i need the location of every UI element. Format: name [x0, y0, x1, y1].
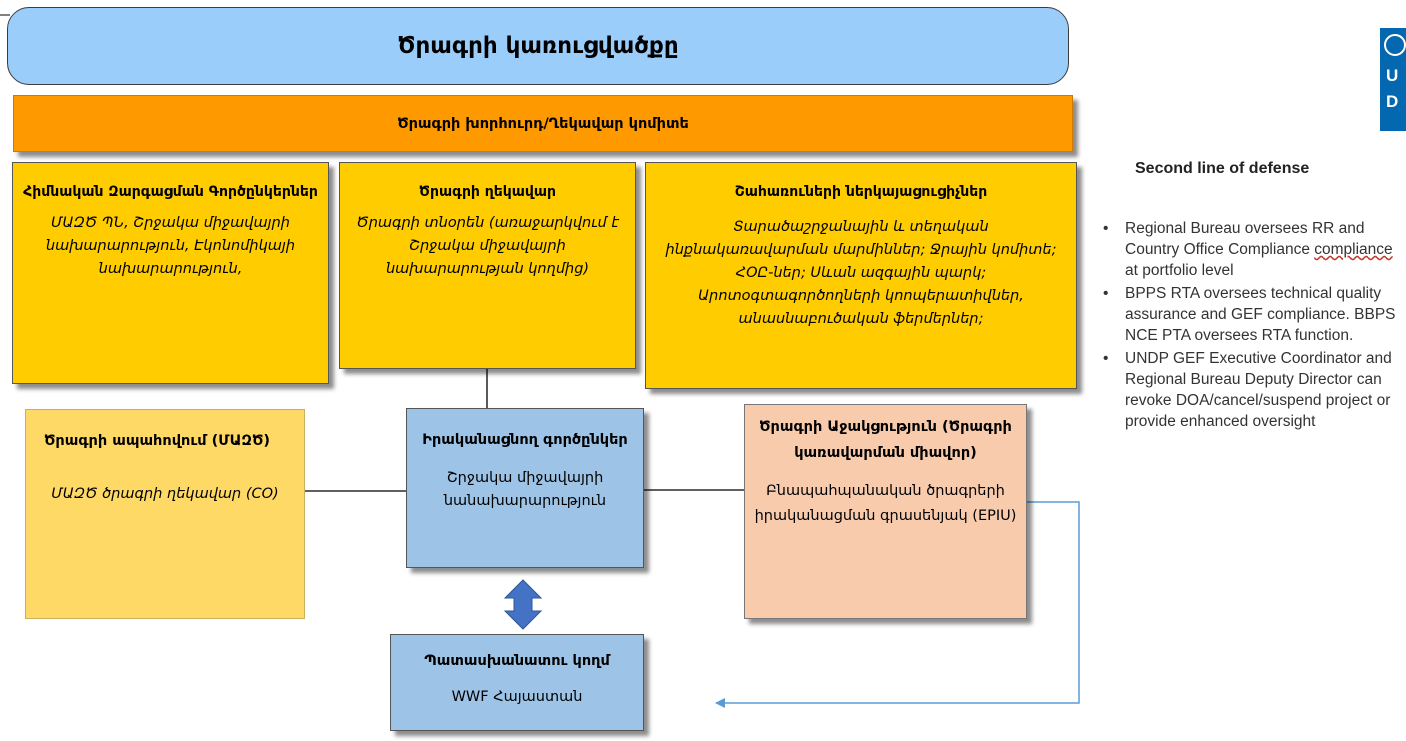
second-line-item-1-text-b: at portfolio level	[1125, 262, 1234, 279]
development-partners-heading: Հիմնական Զարգացման Գործընկերներ	[23, 184, 318, 200]
second-line-list: Regional Bureau oversees RR and Country …	[1097, 218, 1397, 432]
implementing-partner-box: Իրականացնող գործընկեր Շրջակա միջավայրի ն…	[406, 408, 644, 568]
project-board-label: Ծրագրի խորհուրդ/Ղեկավար կոմիտե	[397, 115, 689, 132]
structure-title: Ծրագրի կառուցվածքը	[7, 7, 1069, 85]
spellcheck-marked-word: compliance	[1314, 241, 1393, 258]
project-assurance-heading: Ծրագրի ապահովում (ՄԱԶԾ)	[44, 433, 271, 449]
development-partners-box: Հիմնական Զարգացման Գործընկերներ ՄԱԶԾ ՊՆ,…	[12, 162, 329, 384]
stakeholders-body: Տարածաշրջանային և տեղական ինքնակառավարմա…	[665, 219, 1057, 327]
project-support-heading: Ծրագրի Աջակցություն (Ծրագրի կառավարման մ…	[759, 419, 1012, 461]
second-line-item-1: Regional Bureau oversees RR and Country …	[1103, 218, 1397, 281]
responsible-party-heading: Պատասխանատու կողմ	[424, 653, 610, 669]
project-manager-box: Ծրագրի ղեկավար Ծրագրի տնօրեն (առաջարկվու…	[339, 162, 636, 369]
project-support-body: Բնապահպանական ծրագրերի իրականացման գրասե…	[754, 483, 1017, 524]
support-to-responsible-connector	[715, 501, 1080, 708]
responsible-party-body: WWF Հայաստան	[451, 689, 583, 705]
implementing-partner-heading: Իրականացնող գործընկեր	[422, 432, 628, 448]
structure-title-text: Ծրագրի կառուցվածքը	[397, 33, 679, 59]
project-assurance-box: Ծրագրի ապահովում (ՄԱԶԾ) ՄԱԶԾ ծրագրի ղեկա…	[25, 409, 305, 619]
stakeholders-heading: Շահառուների ներկայացուցիչներ	[734, 184, 988, 200]
logo-letter-d: D	[1386, 92, 1399, 111]
un-globe-icon	[1384, 34, 1406, 56]
responsible-party-box: Պատասխանատու կողմ WWF Հայաստան	[390, 634, 644, 731]
second-line-of-defense-panel: Second line of defense Regional Bureau o…	[1097, 160, 1397, 434]
stakeholders-box: Շահառուների ներկայացուցիչներ Տարածաշրջան…	[645, 162, 1077, 389]
project-assurance-body: ՄԱԶԾ ծրագրի ղեկավար (CO)	[51, 486, 279, 502]
project-manager-heading: Ծրագրի ղեկավար	[418, 184, 557, 200]
second-line-item-2: BPPS RTA oversees technical quality assu…	[1103, 283, 1397, 346]
undp-logo: U D	[1380, 28, 1406, 131]
implementing-partner-body: Շրջակա միջավայրի նանախարարություն	[443, 470, 607, 509]
double-arrow-icon	[503, 579, 543, 630]
second-line-item-1-text-a: Regional Bureau oversees RR and Country …	[1125, 220, 1365, 258]
second-line-title: Second line of defense	[1135, 160, 1310, 177]
logo-letter-u: U	[1386, 66, 1399, 85]
project-board-box: Ծրագրի խորհուրդ/Ղեկավար կոմիտե	[13, 95, 1073, 152]
project-support-box: Ծրագրի Աջակցություն (Ծրագրի կառավարման մ…	[744, 404, 1027, 619]
second-line-item-3: UNDP GEF Executive Coordinator and Regio…	[1103, 348, 1397, 432]
project-manager-body: Ծրագրի տնօրեն (առաջարկվում է Շրջակա միջա…	[356, 215, 619, 277]
development-partners-body: ՄԱԶԾ ՊՆ, Շրջակա միջավայրի նախարարություն…	[45, 215, 296, 277]
